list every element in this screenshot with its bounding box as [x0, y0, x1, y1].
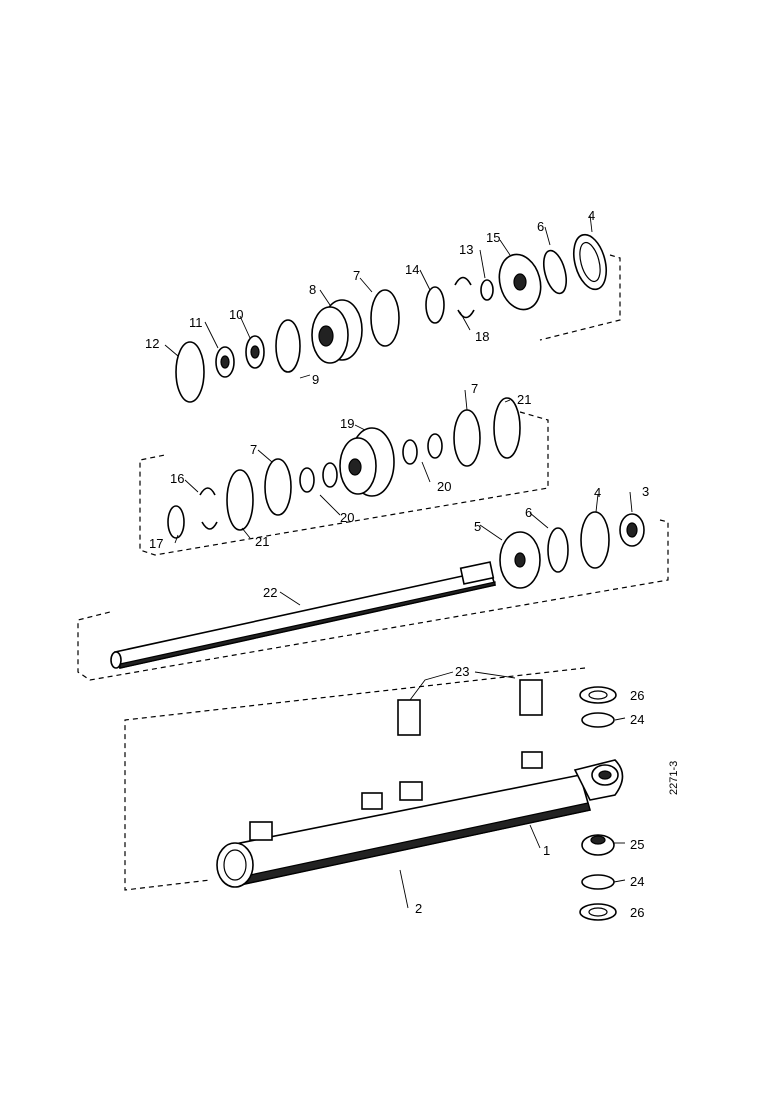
label-24-top: 24 [630, 712, 644, 727]
assembly-line-second [139, 411, 549, 556]
label-25: 25 [630, 837, 644, 852]
part-26-washer-top [579, 686, 617, 704]
part-7-ring-top [370, 289, 400, 347]
drawing-number: 2271-3 [668, 761, 680, 795]
part-4-ring-top [572, 233, 608, 291]
label-4: 4 [588, 208, 595, 223]
part-26-washer-bottom [579, 903, 617, 921]
label-5: 5 [474, 519, 481, 534]
part-6-oring-bottom [547, 527, 569, 573]
part-23-fittings [397, 679, 543, 736]
part-17-ring [167, 505, 185, 539]
label-26-top: 26 [630, 688, 644, 703]
part-9-ring [275, 319, 301, 373]
part-labels: 4 6 15 13 18 14 7 8 9 10 11 12 21 7 20 1… [145, 208, 649, 920]
part-24-ring-top [581, 712, 615, 728]
part-25-bushing [581, 834, 615, 856]
label-2: 2 [415, 901, 422, 916]
part-7-ring-right [453, 409, 481, 467]
label-7-right: 7 [471, 381, 478, 396]
part-4-ring-bottom [580, 511, 610, 569]
part-3-nut [619, 513, 645, 547]
leader-lines [164, 214, 633, 909]
part-24-ring-bottom [581, 874, 615, 890]
label-1: 1 [543, 843, 550, 858]
label-20-left: 20 [340, 510, 354, 525]
label-19: 19 [340, 416, 354, 431]
label-11: 11 [189, 315, 203, 330]
label-7-left: 7 [250, 442, 257, 457]
assembly-line-third [77, 519, 669, 681]
label-9: 9 [312, 372, 319, 387]
part-7-ring-left [264, 458, 292, 516]
label-23: 23 [455, 664, 469, 679]
label-26-bottom: 26 [630, 905, 644, 920]
part-8-piston [311, 299, 363, 364]
part-1-rod-end [573, 759, 624, 801]
part-10-bushing [245, 335, 265, 369]
part-19-piston [339, 427, 395, 497]
part-15-gland-top [498, 253, 542, 311]
label-6: 6 [537, 219, 544, 234]
part-13-ring [480, 279, 494, 301]
label-18: 18 [475, 329, 489, 344]
part-18-clip [454, 276, 475, 319]
label-22: 22 [263, 585, 277, 600]
part-16-clip [199, 487, 218, 530]
label-8: 8 [309, 282, 316, 297]
label-21-right: 21 [517, 392, 531, 407]
label-17: 17 [149, 536, 163, 551]
part-11-bushing [215, 346, 235, 378]
label-13: 13 [459, 242, 473, 257]
part-2-cylinder-barrel [216, 774, 592, 888]
assembly-line-bottom [124, 667, 586, 891]
part-20-rings-left [299, 462, 338, 493]
label-24-bottom: 24 [630, 874, 644, 889]
label-20-right: 20 [437, 479, 451, 494]
label-15: 15 [486, 230, 500, 245]
part-22-piston-rod [110, 561, 497, 669]
part-21-ring-right [493, 397, 521, 459]
label-6-bottom: 6 [525, 505, 532, 520]
part-6-oring-top [542, 249, 568, 295]
label-3: 3 [642, 484, 649, 499]
label-4-bottom: 4 [594, 485, 601, 500]
part-5-gland [499, 531, 541, 589]
label-21-left: 21 [255, 534, 269, 549]
part-21-ring-left [226, 469, 254, 531]
part-12-ring [175, 341, 205, 403]
part-20-rings-right [402, 433, 443, 465]
label-7-top: 7 [353, 268, 360, 283]
label-16: 16 [170, 471, 184, 486]
label-12: 12 [145, 336, 159, 351]
label-10: 10 [229, 307, 243, 322]
label-14: 14 [405, 262, 419, 277]
part-14-ring [425, 286, 445, 324]
ports-bosses [249, 751, 543, 841]
